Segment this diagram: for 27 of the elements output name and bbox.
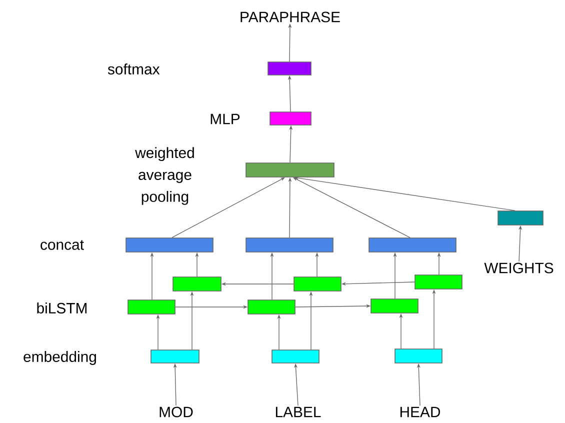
layer-box <box>248 300 296 314</box>
layer-box <box>368 238 456 252</box>
layer-box <box>246 162 334 178</box>
layer-box <box>270 112 312 126</box>
layer-box <box>498 210 544 226</box>
layer-box <box>394 348 442 364</box>
layer-label: biLSTM <box>37 302 86 314</box>
input-label: WEIGHTS <box>484 262 554 274</box>
layer-label: weighted average pooling <box>135 147 194 205</box>
layer-box <box>294 276 342 292</box>
input-label: HEAD <box>400 406 440 418</box>
layer-label: embedding <box>24 351 96 365</box>
layer-box <box>172 276 222 292</box>
layer-box <box>128 300 176 314</box>
layer-box <box>126 238 214 252</box>
layer-label: softmax <box>108 64 160 74</box>
layer-box <box>272 350 320 364</box>
layer-box <box>414 274 462 290</box>
input-label: LABEL <box>276 406 321 418</box>
layer-box <box>370 298 418 314</box>
layer-label: concat <box>40 240 84 250</box>
layer-label: MLP <box>210 114 240 124</box>
layer-box <box>150 350 200 364</box>
input-label: MOD <box>160 406 193 418</box>
layer-box <box>268 62 312 76</box>
layer-box <box>246 238 334 252</box>
input-label: PARAPHRASE <box>240 12 340 22</box>
